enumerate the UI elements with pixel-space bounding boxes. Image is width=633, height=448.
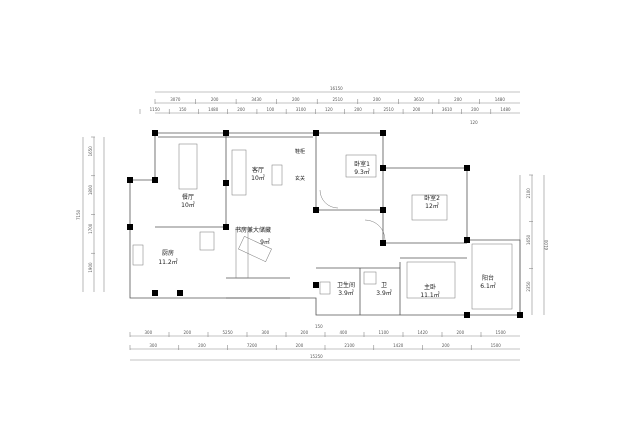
dimension-value: 200 bbox=[442, 343, 450, 348]
dimension-value: 3430 bbox=[251, 97, 262, 102]
dimension-value: 1480 bbox=[208, 107, 219, 112]
dimension-value: 1150 bbox=[150, 107, 161, 112]
dimension-value: 200 bbox=[354, 107, 362, 112]
dimension-value: 3100 bbox=[296, 107, 307, 112]
dimension-value: 300 bbox=[262, 330, 270, 335]
dimension-value: 1420 bbox=[418, 330, 429, 335]
room-area: 3.9㎡ bbox=[338, 289, 354, 297]
dim-top-note: 120 bbox=[470, 120, 478, 125]
bottom-dimensions: 300 200 5250 300 200 400 1100 1420 200 1500 300 20… bbox=[129, 324, 520, 361]
dimension-value: 200 bbox=[471, 107, 479, 112]
dimension-value: 1650 bbox=[88, 146, 93, 157]
dimension-value: 1100 bbox=[379, 330, 390, 335]
room-area: 12㎡ bbox=[425, 202, 439, 210]
dim-top-total: 16150 bbox=[330, 86, 343, 91]
room-area: 9㎡ bbox=[260, 238, 270, 246]
dimension-value: 200 bbox=[373, 97, 381, 102]
dimension-value: 1420 bbox=[393, 343, 404, 348]
dimension-value: 200 bbox=[454, 97, 462, 102]
room-area: 10㎡ bbox=[181, 201, 195, 209]
room-master-bedroom: 主卧 11.1㎡ bbox=[420, 283, 439, 299]
room-balcony: 阳台 6.1㎡ bbox=[480, 274, 496, 290]
room-bath1: 卫生间 3.9㎡ bbox=[337, 281, 355, 297]
room-name: 卧室1 bbox=[354, 160, 370, 168]
dimension-value: 1700 bbox=[88, 223, 93, 234]
dimension-value: 3610 bbox=[414, 97, 425, 102]
room-area: 3.9㎡ bbox=[376, 289, 392, 297]
structural-columns bbox=[127, 130, 523, 318]
room-dining: 餐厅 10㎡ bbox=[181, 193, 195, 209]
dim-right-total: 6100 bbox=[544, 239, 549, 250]
dimension-value: 1500 bbox=[496, 330, 507, 335]
dimension-value: 120 bbox=[325, 107, 333, 112]
dimension-value: 200 bbox=[237, 107, 245, 112]
dim-bottom-total: 15250 bbox=[310, 354, 323, 359]
dimension-value: 2100 bbox=[526, 188, 531, 199]
room-name: 餐厅 bbox=[182, 193, 194, 201]
dimension-value: 1500 bbox=[491, 343, 502, 348]
dimension-value: 3610 bbox=[442, 107, 453, 112]
furniture bbox=[132, 143, 513, 310]
dimension-value: 1800 bbox=[88, 184, 93, 195]
dimension-value: 200 bbox=[184, 330, 192, 335]
dimension-value: 200 bbox=[296, 343, 304, 348]
room-bedroom1: 卧室1 9.3㎡ bbox=[354, 160, 370, 176]
room-area: 11.2㎡ bbox=[158, 258, 177, 266]
dimension-value: 5250 bbox=[223, 330, 234, 335]
dimension-value: 300 bbox=[149, 343, 157, 348]
room-name: 厨房 bbox=[162, 249, 174, 257]
room-name: 卫生间 bbox=[337, 281, 355, 289]
dimension-value: 2510 bbox=[383, 107, 394, 112]
dimension-value: 200 bbox=[292, 97, 300, 102]
dimension-value: 2510 bbox=[333, 97, 344, 102]
room-name: 书房兼大储藏 bbox=[235, 226, 271, 234]
room-bedroom2: 卧室2 12㎡ bbox=[424, 194, 440, 210]
dimension-value: 200 bbox=[211, 97, 219, 102]
dimension-value: 150 bbox=[179, 107, 187, 112]
dimension-value: 7200 bbox=[247, 343, 258, 348]
right-dimensions: 6100 2100 1650 2350 bbox=[519, 174, 549, 315]
dimension-value: 400 bbox=[340, 330, 348, 335]
room-living: 客厅 10㎡ bbox=[251, 166, 265, 182]
room-name: 阳台 bbox=[482, 274, 494, 282]
room-name: 卫 bbox=[381, 282, 387, 289]
room-name: 主卧 bbox=[424, 283, 436, 291]
room-area: 9.3㎡ bbox=[354, 168, 370, 176]
room-name: 客厅 bbox=[252, 166, 264, 174]
dimension-value: 200 bbox=[198, 343, 206, 348]
shoe-cabinet-label: 鞋柜 bbox=[295, 148, 305, 155]
dim-bottom-note: 150 bbox=[315, 324, 323, 329]
dimension-value: 100 bbox=[267, 107, 275, 112]
dimension-value: 2350 bbox=[526, 281, 531, 292]
room-bath2: 卫 3.9㎡ bbox=[376, 282, 392, 297]
room-area: 6.1㎡ bbox=[480, 282, 496, 290]
room-area: 11.1㎡ bbox=[420, 291, 439, 299]
dimension-value: 200 bbox=[413, 107, 421, 112]
room-kitchen: 厨房 11.2㎡ bbox=[158, 249, 177, 266]
room-study: 书房兼大储藏 9㎡ bbox=[235, 226, 271, 246]
walls bbox=[129, 132, 521, 316]
dimension-value: 1480 bbox=[495, 97, 506, 102]
dimension-value: 300 bbox=[145, 330, 153, 335]
room-name: 卧室2 bbox=[424, 194, 440, 202]
dimension-value: 1900 bbox=[88, 262, 93, 273]
dimension-value: 2100 bbox=[344, 343, 355, 348]
entry-label: 玄关 bbox=[295, 175, 305, 182]
dimension-value: 1480 bbox=[500, 107, 511, 112]
left-dimensions: 7150 1650 1800 1700 1900 bbox=[76, 136, 105, 292]
dimension-value: 3070 bbox=[170, 97, 181, 102]
dimension-value: 1650 bbox=[526, 234, 531, 245]
room-area: 10㎡ bbox=[251, 174, 265, 182]
dimension-value: 200 bbox=[301, 330, 309, 335]
dimension-value: 200 bbox=[457, 330, 465, 335]
dim-left-total: 7150 bbox=[76, 209, 81, 220]
